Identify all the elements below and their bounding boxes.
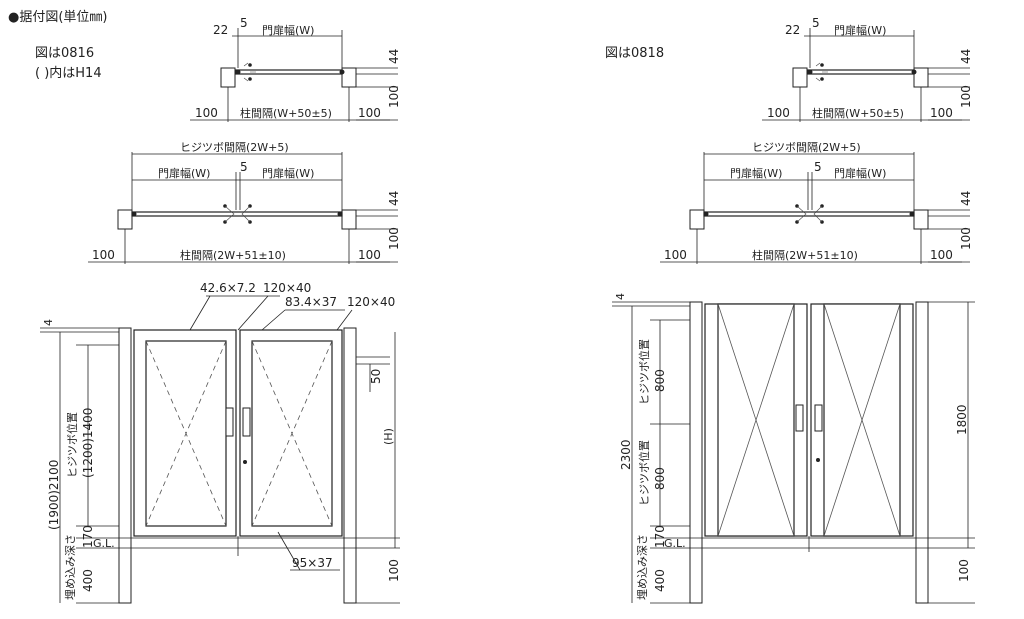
gl-label: G.L. xyxy=(93,537,115,550)
dim-800-upper: 800 xyxy=(653,369,667,392)
dim-5: 5 xyxy=(814,160,822,174)
dim-400: 400 xyxy=(81,569,95,592)
dim-400: 400 xyxy=(653,569,667,592)
hinge-spacing-label: ヒジツボ間隔(2W+5) xyxy=(180,141,289,154)
dim-5: 5 xyxy=(812,16,820,30)
dim-100-right: 100 xyxy=(387,85,401,108)
dim-100-left: 100 xyxy=(767,106,790,120)
dim-100-mid: 100 xyxy=(358,106,381,120)
dim-5: 5 xyxy=(240,160,248,174)
dim-170: 170 xyxy=(653,525,667,548)
left-elevation: 4 (1900)2100 ヒジツボ位置 (1200)1400 170 G.L. … xyxy=(40,281,401,604)
top-plan-right: 22 5 門扉幅(W) 44 100 100 柱間隔(W+50±5) 100 xyxy=(762,16,973,122)
left-figure-note: ( )内はH14 xyxy=(35,66,102,81)
embed-label: 埋め込み深さ xyxy=(64,534,77,600)
dim-44: 44 xyxy=(387,49,401,64)
dim-800-lower: 800 xyxy=(653,467,667,490)
gl-label: G.L. xyxy=(664,537,686,550)
embed-label: 埋め込み深さ xyxy=(636,534,649,600)
door-width-right: 門扉幅(W) xyxy=(834,167,886,180)
right-elevation: 4 2300 ヒジツボ位置 800 ヒジツボ位置 800 170 G.L. 埋め… xyxy=(612,293,975,604)
h-label: (H) xyxy=(382,428,395,445)
hinge-height: (1200)1400 xyxy=(81,408,95,478)
total-height: (1900)2100 xyxy=(47,460,61,530)
door-width-right: 門扉幅(W) xyxy=(262,167,314,180)
right-figure-label: 図は0818 xyxy=(605,46,665,61)
hinge-pos-label-lower: ヒジツボ位置 xyxy=(637,440,651,506)
post-spacing-label: 柱間隔(2W+51±10) xyxy=(752,248,858,262)
hinge-pos-label: ヒジツボ位置 xyxy=(65,412,79,478)
hinge-spacing-label: ヒジツボ間隔(2W+5) xyxy=(752,141,861,154)
dim-100-right: 100 xyxy=(959,85,973,108)
dim-100-left: 100 xyxy=(92,248,115,262)
member-e: 95×37 xyxy=(292,556,333,570)
top-plan-left: 22 5 門扉幅(W) 44 100 100 柱間隔(W+50±5) 100 xyxy=(190,16,401,122)
door-width-left: 門扉幅(W) xyxy=(158,167,210,180)
dim-100-mid: 100 xyxy=(358,248,381,262)
member-b: 120×40 xyxy=(263,281,311,295)
hinge-pos-label-upper: ヒジツボ位置 xyxy=(637,339,651,405)
door-width-label: 門扉幅(W) xyxy=(834,24,886,37)
dim-170: 170 xyxy=(81,525,95,548)
dim-100-mid: 100 xyxy=(930,106,953,120)
member-d: 120×40 xyxy=(347,295,395,309)
post-spacing-label: 柱間隔(W+50±5) xyxy=(240,106,332,120)
member-c: 83.4×37 xyxy=(285,295,337,309)
page-title: ●据付図(単位㎜) xyxy=(8,10,108,25)
dim-22: 22 xyxy=(785,23,800,37)
mid-plan-left: ヒジツボ間隔(2W+5) 門扉幅(W) 5 門扉幅(W) 44 100 100 … xyxy=(88,141,401,264)
mid-plan-right: ヒジツボ間隔(2W+5) 門扉幅(W) 5 門扉幅(W) 44 100 100 … xyxy=(660,141,973,264)
dim-4: 4 xyxy=(42,319,55,326)
door-width-label: 門扉幅(W) xyxy=(262,24,314,37)
dim-1800: 1800 xyxy=(955,404,969,435)
dim-22: 22 xyxy=(213,23,228,37)
dim-44: 44 xyxy=(959,49,973,64)
dim-100-mid: 100 xyxy=(930,248,953,262)
post-spacing-label: 柱間隔(W+50±5) xyxy=(812,106,904,120)
dim-5: 5 xyxy=(240,16,248,30)
dim-100: 100 xyxy=(957,559,971,582)
dim-100: 100 xyxy=(387,559,401,582)
dim-44: 44 xyxy=(387,191,401,206)
door-width-left: 門扉幅(W) xyxy=(730,167,782,180)
member-a: 42.6×7.2 xyxy=(200,281,256,295)
dim-100-right: 100 xyxy=(959,227,973,250)
left-figure-label: 図は0816 xyxy=(35,46,95,61)
post-spacing-label: 柱間隔(2W+51±10) xyxy=(180,248,286,262)
dim-100-left: 100 xyxy=(195,106,218,120)
total-height: 2300 xyxy=(619,439,633,470)
dim-44: 44 xyxy=(959,191,973,206)
dim-100-left: 100 xyxy=(664,248,687,262)
dim-4: 4 xyxy=(614,293,627,300)
dim-50: 50 xyxy=(369,369,383,384)
dim-100-right: 100 xyxy=(387,227,401,250)
